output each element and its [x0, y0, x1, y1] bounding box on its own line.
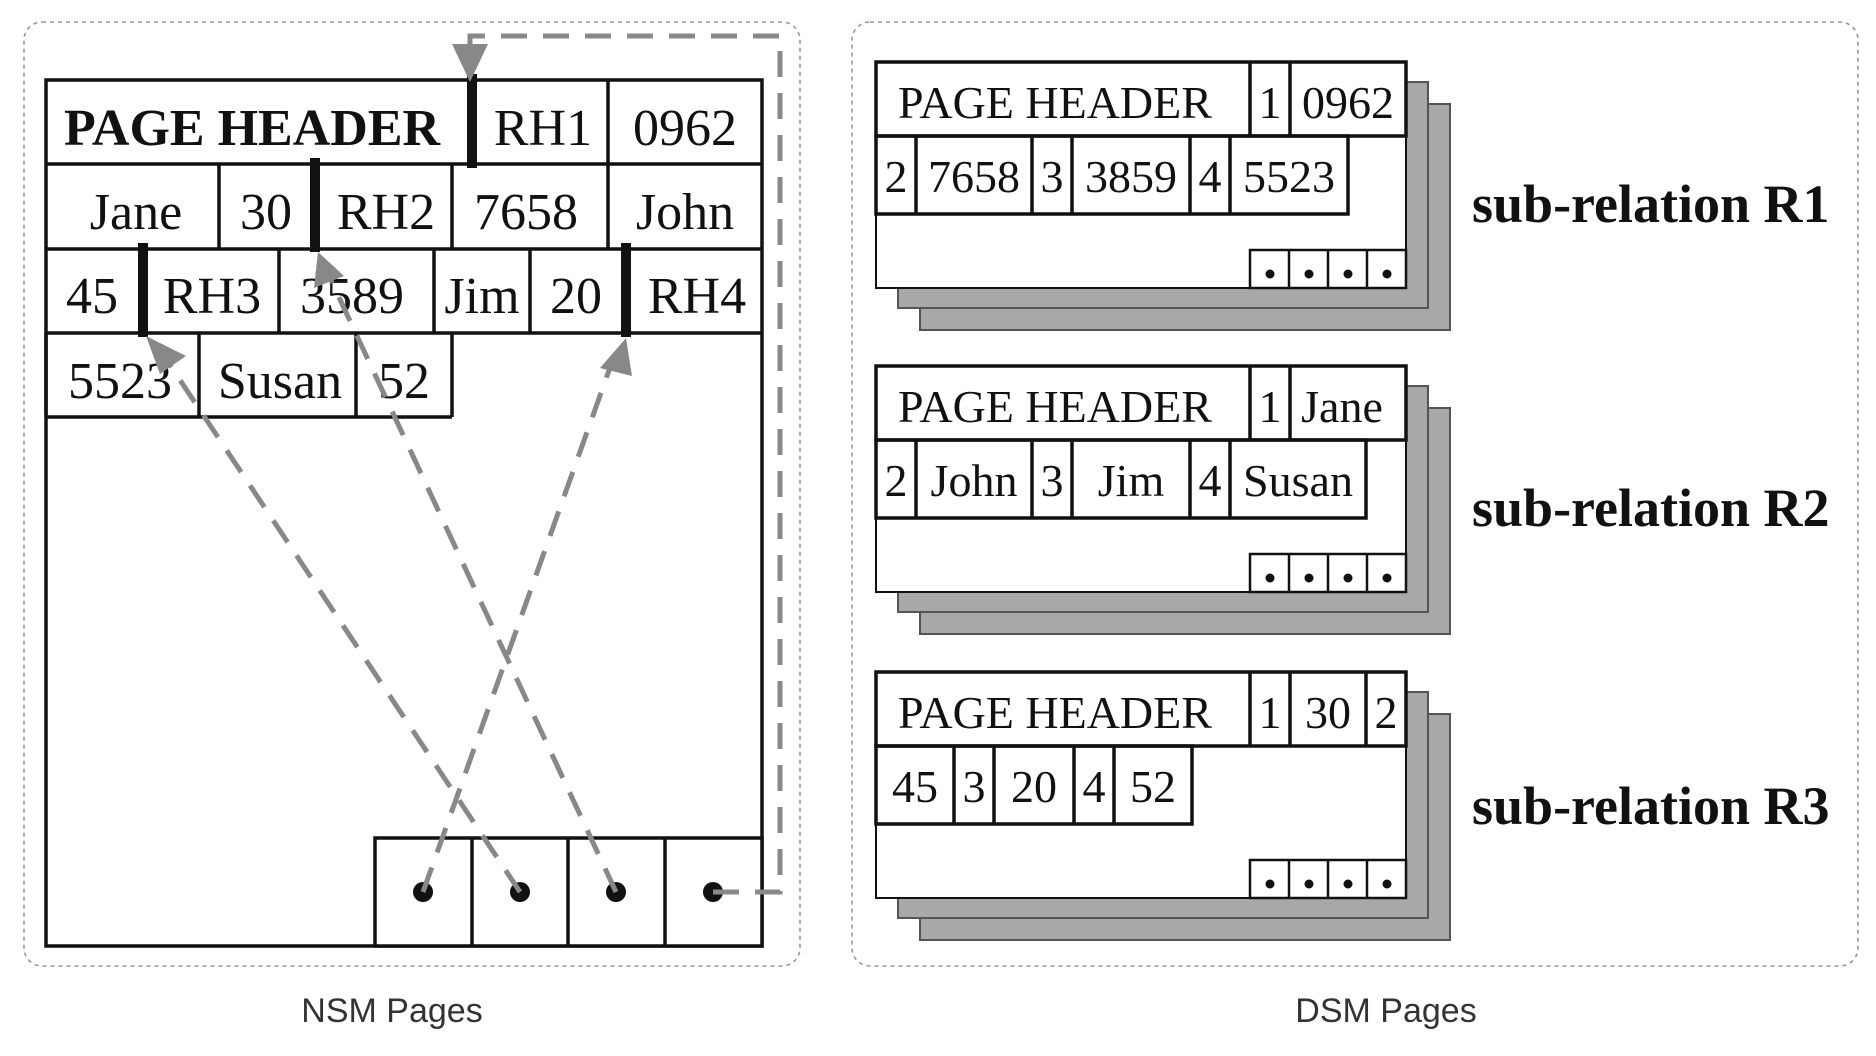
dsm-caption: DSM Pages — [1295, 992, 1476, 1030]
nsm-cell: 5523 — [68, 353, 172, 410]
nsm-cell: 30 — [240, 184, 292, 241]
dsm-cell: 3 — [963, 761, 986, 812]
dsm-cell: 2 — [885, 151, 908, 202]
sub-relation-label: sub-relation R2 — [1472, 478, 1830, 538]
dsm-data-row — [874, 744, 1194, 826]
dsm-cell: 5523 — [1243, 151, 1335, 202]
dsm-cell: 7658 — [928, 151, 1020, 202]
nsm-page-header: PAGE HEADER — [64, 100, 442, 157]
nsm-cell: John — [636, 184, 734, 241]
nsm-cell: 52 — [378, 353, 430, 410]
dsm-data-row — [874, 134, 1350, 216]
nsm-cell: Jane — [90, 184, 182, 241]
sub-relation-label: sub-relation R1 — [1472, 174, 1830, 234]
nsm-cell: 45 — [66, 268, 118, 325]
dsm-cell: 2 — [885, 455, 908, 506]
record-separator-rh1 — [467, 74, 477, 168]
dsm-cell: 4 — [1199, 151, 1222, 202]
dsm-cell: 1 — [1259, 381, 1282, 432]
dsm-cell: 30 — [1305, 687, 1351, 738]
dsm-slot-dot — [1343, 573, 1353, 583]
dsm-page-r1: PAGE HEADER 1 0962 2 7658 3 3859 4 5523 … — [874, 60, 1830, 331]
dsm-slot-dot — [1382, 573, 1392, 583]
dsm-cell: 45 — [892, 761, 938, 812]
nsm-cell: 0962 — [633, 100, 737, 157]
dsm-slot-dot — [1304, 269, 1314, 279]
dsm-slot-dot — [1304, 879, 1314, 889]
dsm-cell: Susan — [1243, 455, 1353, 506]
dsm-slot-dot — [1343, 879, 1353, 889]
dsm-cell: 3859 — [1085, 151, 1177, 202]
nsm-page — [44, 78, 764, 948]
dsm-cell: 1 — [1259, 77, 1282, 128]
pointer-arrow-rh4 — [420, 361, 615, 893]
dsm-panel: PAGE HEADER 1 0962 2 7658 3 3859 4 5523 … — [851, 21, 1859, 967]
dsm-slot-dot — [1265, 573, 1275, 583]
dsm-cell: Jim — [1098, 455, 1165, 506]
dsm-cell: 3 — [1041, 151, 1064, 202]
dsm-cell: 52 — [1130, 761, 1176, 812]
pointer-arrow-rh2 — [327, 276, 619, 894]
dsm-slot-dot — [1304, 573, 1314, 583]
dsm-page-header: PAGE HEADER — [898, 381, 1212, 432]
record-separator-rh4 — [621, 243, 631, 337]
dsm-cell: 20 — [1011, 761, 1057, 812]
dsm-page-header: PAGE HEADER — [898, 687, 1212, 738]
sub-relation-label: sub-relation R3 — [1472, 776, 1830, 836]
nsm-panel-frame — [23, 21, 801, 967]
arrowhead-rh1 — [452, 44, 488, 82]
nsm-cell: RH2 — [337, 184, 435, 241]
dsm-cell: 1 — [1259, 687, 1282, 738]
dsm-slot-dot — [1382, 269, 1392, 279]
dsm-panel-frame — [851, 21, 1859, 967]
dsm-page-header: PAGE HEADER — [898, 77, 1212, 128]
nsm-panel: PAGE HEADER RH1 0962 Jane 30 RH2 7658 Jo… — [23, 21, 801, 967]
dsm-slot-dot — [1382, 879, 1392, 889]
nsm-cell: RH4 — [648, 268, 746, 325]
dsm-cell: 4 — [1083, 761, 1106, 812]
dsm-cell: 3 — [1041, 455, 1064, 506]
dsm-slot-dot — [1343, 269, 1353, 279]
nsm-cell: RH3 — [163, 268, 261, 325]
record-separator-rh2 — [310, 158, 320, 252]
nsm-caption: NSM Pages — [301, 992, 482, 1030]
nsm-cell: RH1 — [494, 100, 592, 157]
arrowhead-rh4 — [600, 338, 632, 376]
dsm-cell: John — [931, 455, 1018, 506]
dsm-cell: 0962 — [1302, 77, 1394, 128]
nsm-cell: 20 — [550, 268, 602, 325]
nsm-cell: Jim — [444, 268, 519, 325]
dsm-data-row — [874, 438, 1368, 520]
dsm-cell: 2 — [1375, 687, 1398, 738]
nsm-cell: Susan — [218, 353, 342, 410]
record-separator-rh3 — [138, 243, 148, 337]
pointer-arrow-rh3 — [165, 360, 523, 894]
dsm-cell: 4 — [1199, 455, 1222, 506]
arrowhead-rh3 — [146, 336, 186, 374]
dsm-cell: Jane — [1301, 381, 1383, 432]
nsm-cell: 7658 — [474, 184, 578, 241]
dsm-page-r3: PAGE HEADER 1 30 2 45 3 20 4 52 sub-rela… — [874, 670, 1830, 941]
dsm-slot-dot — [1265, 879, 1275, 889]
dsm-slot-dot — [1265, 269, 1275, 279]
dsm-page-r2: PAGE HEADER 1 Jane 2 John 3 Jim 4 Susan … — [874, 364, 1830, 635]
arrowhead-rh2 — [314, 252, 344, 288]
